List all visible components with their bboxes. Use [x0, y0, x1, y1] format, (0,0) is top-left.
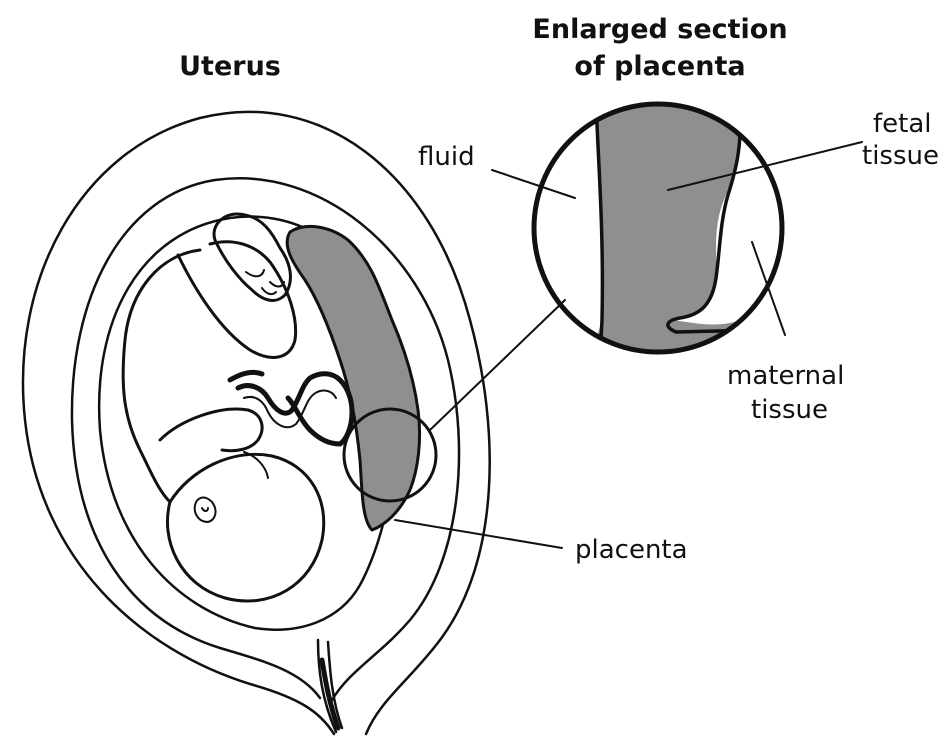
fluid-leader	[492, 170, 575, 198]
placenta-leader	[395, 520, 562, 548]
label-maternal-line2: tissue	[751, 394, 828, 426]
label-fetal-line2: tissue	[862, 140, 939, 172]
umbilical-cord	[230, 372, 352, 444]
label-fluid: fluid	[418, 141, 475, 173]
label-maternal-line1: maternal	[727, 360, 844, 392]
fetus-arm	[160, 409, 262, 451]
fetus-head	[167, 454, 323, 601]
label-fetal-line1: fetal	[873, 108, 932, 140]
title-uterus: Uterus	[160, 50, 300, 84]
fetus-back	[123, 250, 200, 502]
label-placenta: placenta	[575, 534, 688, 566]
title-enlarged-line1: Enlarged section	[525, 13, 795, 47]
title-enlarged-line2: of placenta	[525, 50, 795, 84]
fetus-foot	[214, 214, 290, 300]
fetus-ear	[195, 498, 216, 523]
